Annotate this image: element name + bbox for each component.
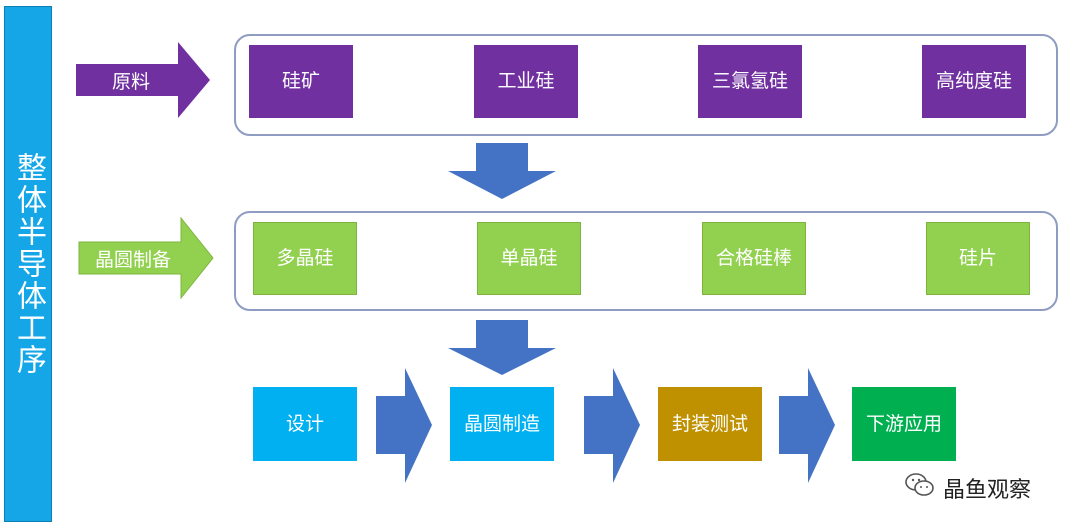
- row3-box-design: 设计: [253, 387, 357, 461]
- row1-arrow-label-2: 制备: [614, 76, 650, 97]
- row1-arrow-label-1: 冶炼: [390, 76, 426, 97]
- row2-entry-label: 晶圆制备: [95, 248, 172, 271]
- row2-arrow-label-3: 机加: [842, 253, 878, 274]
- wechat-icon: [905, 472, 935, 504]
- row2-arrow-label-2: 检验: [618, 253, 654, 274]
- process-sidebar: 整体半导体工序: [4, 6, 52, 522]
- row1-box-4: 高纯度硅: [922, 45, 1026, 118]
- down-arrow-1: [448, 143, 556, 199]
- watermark-text: 晶鱼观察: [943, 478, 1032, 503]
- row3-box-packaging-testing: 封装测试: [658, 387, 762, 461]
- row1-box-1: 硅矿: [249, 45, 353, 118]
- watermark: 晶鱼观察: [905, 472, 1031, 504]
- row2-box-4: 硅片: [926, 222, 1030, 295]
- sidebar-title: 整体半导体工序: [11, 152, 46, 376]
- row2-box-3: 合格硅棒: [702, 222, 806, 295]
- row3-arrow-2: [584, 368, 640, 483]
- down-arrow-2: [448, 320, 556, 375]
- row3-arrow-3: [779, 368, 835, 483]
- row2-box-1: 多晶硅: [253, 222, 357, 295]
- row3-arrow-1: [376, 368, 432, 483]
- row1-box-3: 三氯氢硅: [698, 45, 802, 118]
- row2-arrow-label-1: MCZ: [390, 251, 431, 273]
- row3-box-downstream: 下游应用: [852, 387, 956, 461]
- row1-box-2: 工业硅: [474, 45, 578, 118]
- row1-arrow-label-3: 还原: [838, 76, 874, 97]
- row3-box-wafer-manufacturing: 晶圆制造: [450, 387, 554, 461]
- row2-entry-arrow: [78, 216, 214, 300]
- row1-frame: [234, 34, 1058, 136]
- row2-box-2: 单晶硅: [477, 222, 581, 295]
- row1-entry-label: 原料: [112, 70, 151, 93]
- row1-entry-arrow: [76, 42, 210, 118]
- row2-frame: [234, 211, 1058, 311]
